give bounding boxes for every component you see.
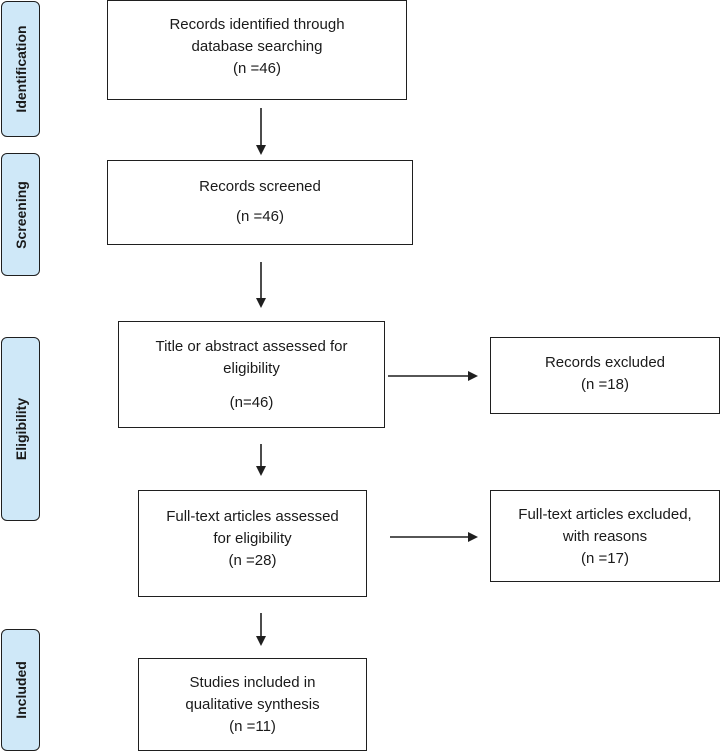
full-text-assessed-line1: Full-text articles assessed xyxy=(166,508,339,525)
records-screened-line1: Records screened xyxy=(199,178,321,195)
phase-included-label: Included xyxy=(12,661,29,719)
title-abstract-box: Title or abstract assessed for eligibili… xyxy=(118,321,385,428)
full-text-excluded-count: (n =17) xyxy=(581,550,629,567)
records-excluded-box: Records excluded (n =18) xyxy=(490,337,720,414)
phase-screening: Screening xyxy=(1,153,40,276)
records-excluded-count: (n =18) xyxy=(581,376,629,393)
phase-screening-label: Screening xyxy=(12,180,29,249)
title-abstract-line2: eligibility xyxy=(223,360,280,377)
studies-included-line2: qualitative synthesis xyxy=(185,696,320,713)
title-abstract-count: (n=46) xyxy=(229,394,274,411)
records-identified-line2: database searching xyxy=(191,38,323,55)
studies-included-count: (n =11) xyxy=(229,718,276,735)
full-text-assessed-box: Full-text articles assessed for eligibil… xyxy=(138,490,367,597)
full-text-assessed-line2: for eligibility xyxy=(213,530,292,547)
records-identified-box: Records identified through database sear… xyxy=(107,0,407,100)
full-text-excluded-line1: Full-text articles excluded, xyxy=(518,506,692,523)
phase-eligibility-label: Eligibility xyxy=(12,397,29,461)
full-text-excluded-box: Full-text articles excluded, with reason… xyxy=(490,490,720,582)
full-text-excluded-line2: with reasons xyxy=(562,528,648,545)
records-excluded-line1: Records excluded xyxy=(544,354,666,371)
records-identified-count: (n =46) xyxy=(233,60,281,77)
full-text-assessed-count: (n =28) xyxy=(228,552,277,569)
title-abstract-line1: Title or abstract assessed for xyxy=(155,338,348,355)
records-screened-box: Records screened (n =46) xyxy=(107,160,413,245)
studies-included-box: Studies included in qualitative synthesi… xyxy=(138,658,367,751)
phase-included: Included xyxy=(1,629,40,751)
records-identified-line1: Records identified through xyxy=(169,16,345,33)
records-screened-count: (n =46) xyxy=(236,208,284,225)
phase-identification-label: Identification xyxy=(12,25,29,113)
studies-included-line1: Studies included in xyxy=(189,674,316,691)
phase-eligibility: Eligibility xyxy=(1,337,40,521)
phase-identification: Identification xyxy=(1,1,40,137)
